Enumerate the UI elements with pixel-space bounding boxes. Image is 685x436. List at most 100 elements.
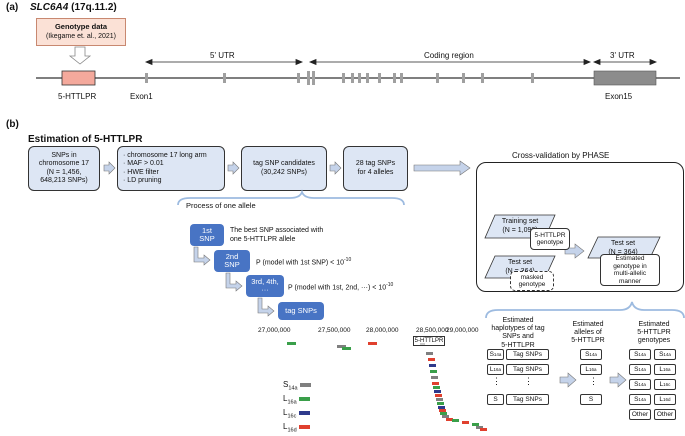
snp-bars — [287, 342, 487, 431]
allele-base: S — [634, 365, 639, 373]
exon-marks — [145, 71, 534, 85]
step-arrow — [257, 297, 275, 317]
cv-text: multi-allelic — [613, 270, 647, 277]
test-set-right-label: Test set (N = 364) — [592, 240, 654, 257]
hap-vdots: ⋮ — [492, 376, 501, 386]
flow-text: (N = 1,456, — [46, 168, 82, 176]
httlpr-label: 5-HTTLPR — [58, 92, 97, 101]
flow-arrow — [329, 161, 342, 175]
est-title: 5-HTTLPR — [571, 337, 605, 345]
axis-tick-5: 29,000,000 — [446, 327, 479, 334]
tag-snps-text: Tag SNPs — [513, 395, 542, 403]
estimate-arrow — [559, 372, 577, 388]
step-desc-main: P (model with 1st SNP) < 10 — [256, 259, 344, 267]
utr3-label: 3' UTR — [610, 51, 635, 60]
snp-bar — [342, 347, 351, 350]
training-set-label: Training set (N = 1,092) — [490, 218, 550, 235]
estimates-brace — [485, 301, 685, 319]
cv-title: Cross-validation by PHASE — [512, 151, 610, 160]
exon15-box — [593, 70, 657, 86]
step-desc-line: one 5-HTTLPR allele — [230, 235, 296, 243]
allele-sub: 16c — [663, 381, 671, 387]
axis-tick-1: 27,000,000 — [258, 327, 291, 334]
allele-sub: 16a — [589, 366, 597, 372]
hap-tag-3: Tag SNPs — [506, 394, 549, 405]
cv-box — [476, 162, 684, 292]
step-text: 3rd, 4th, — [251, 276, 279, 286]
gene-structure — [36, 46, 680, 86]
allele-sub: 16a — [493, 366, 502, 372]
allele-base: S — [634, 380, 639, 388]
step-desc-sup: -10 — [386, 282, 394, 288]
snp-bar — [446, 418, 453, 421]
allele-sub: 14a — [663, 351, 671, 357]
cv-text: (N = 364) — [608, 248, 638, 256]
legend-swatch — [299, 382, 311, 387]
step-desc-sup: -10 — [344, 257, 352, 263]
allele-base: L — [659, 395, 664, 403]
flow-text: · LD pruning — [123, 177, 162, 184]
allele-base: S — [493, 395, 498, 403]
step-arrow — [193, 246, 211, 266]
flow-text: chromosome 17 — [38, 160, 90, 167]
snp-bar — [452, 419, 459, 422]
est-title: 5-HTTLPR — [637, 329, 671, 337]
snp-bar — [368, 342, 377, 345]
flow-box-filters: · chromosome 17 long arm · MAF > 0.01 · … — [117, 146, 225, 191]
allele-base: S — [634, 395, 639, 403]
legend-sub: 16a — [287, 399, 297, 406]
est-title: genotypes — [637, 337, 671, 345]
snp-bar — [433, 386, 440, 389]
snp-bar — [337, 345, 346, 348]
flow-box-snps: SNPs in chromosome 17 (N = 1,456, 648,21… — [28, 146, 100, 191]
allele-base: Other — [631, 410, 649, 418]
legend-base: L — [283, 408, 288, 418]
allele-sub: 16a — [663, 366, 671, 372]
step-text: tag SNPs — [285, 305, 317, 315]
allele-base: S — [585, 350, 590, 358]
snp-bar — [428, 358, 435, 361]
estimated-genotype-box: Estimated genotype in multi-allelic mann… — [600, 254, 660, 286]
legend-base: L — [283, 394, 288, 404]
tag-snps-text: Tag SNPs — [513, 365, 542, 373]
flow-arrow — [413, 160, 471, 176]
process-brace — [177, 189, 405, 206]
allele-base: L — [659, 380, 664, 388]
snp-bar — [436, 398, 443, 401]
hap-tag-1: Tag SNPs — [506, 349, 549, 360]
step-1-desc: The best SNP associated with one 5-HTTLP… — [230, 227, 323, 244]
panel-b-title: Estimation of 5-HTTLPR — [28, 134, 143, 145]
allele-sub: 14a — [638, 351, 646, 357]
process-title: Process of one allele — [186, 201, 256, 210]
legend-swatch — [298, 425, 310, 430]
flow-text: tag SNP candidates — [253, 160, 315, 167]
snp-bar — [430, 370, 437, 373]
axis-tick-3: 28,000,000 — [366, 327, 399, 334]
est-title: alleles of — [574, 329, 602, 337]
legend-swatch — [298, 411, 310, 416]
allele-base: L — [585, 365, 590, 373]
allele-base: S — [634, 350, 639, 358]
snp-bar — [462, 421, 469, 424]
est-title: Estimated — [638, 321, 670, 328]
legend-item-s14a: S14a — [283, 380, 311, 394]
axis-tick-4: 28,500,000 — [416, 327, 449, 334]
estimates-col1-title: Estimated haplotypes of tag SNPs and 5-H… — [486, 317, 550, 350]
flow-text: · MAF > 0.01 — [123, 160, 164, 167]
snp-bar — [426, 352, 433, 355]
flow-text: SNPs in — [51, 151, 77, 159]
genotype-5a: Other — [629, 409, 651, 420]
snp-bar — [442, 415, 449, 418]
httlpr-box — [61, 70, 96, 86]
genotype-arrow — [68, 46, 92, 65]
flow-text: for 4 alleles — [357, 168, 394, 176]
legend-base: L — [283, 422, 288, 432]
